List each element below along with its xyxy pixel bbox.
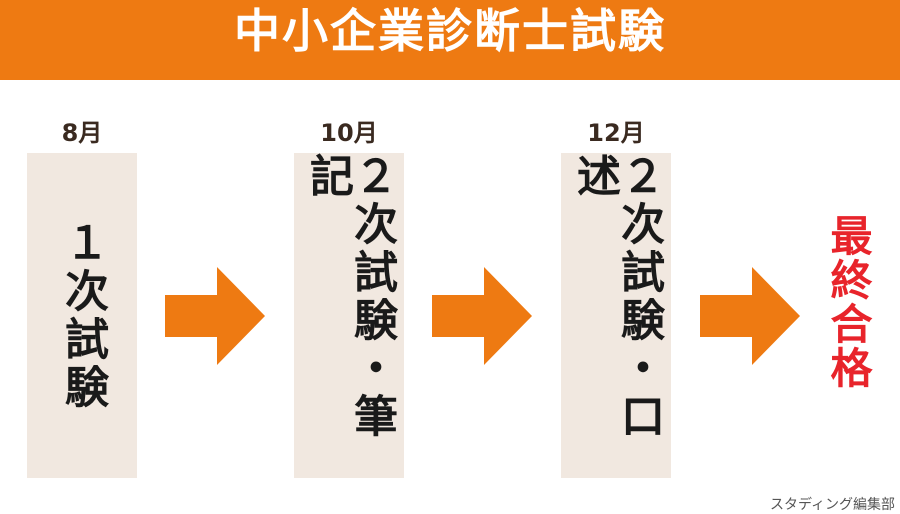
final-pass-label: 最終合格: [824, 214, 873, 390]
header-banner: 中小企業診断士試験: [0, 0, 900, 80]
step-1-label: １次試験: [57, 219, 108, 412]
credit-text: スタディング編集部: [770, 497, 896, 513]
step-3-month: 12月: [587, 119, 645, 147]
page-title: 中小企業診断士試験: [234, 4, 666, 58]
step-1-month: 8月: [61, 119, 103, 147]
step-2-month: 10月: [320, 119, 378, 147]
step-2-box: ２次試験・筆記: [294, 153, 404, 478]
arrow-right-icon: [165, 267, 265, 365]
arrow-right-icon: [432, 267, 532, 365]
step-3-label: ２次試験・口述: [569, 153, 664, 441]
step-2-label: ２次試験・筆記: [302, 153, 397, 441]
step-3-box: ２次試験・口述: [561, 153, 671, 478]
arrow-right-icon: [700, 267, 800, 365]
step-1-box: １次試験: [27, 153, 137, 478]
